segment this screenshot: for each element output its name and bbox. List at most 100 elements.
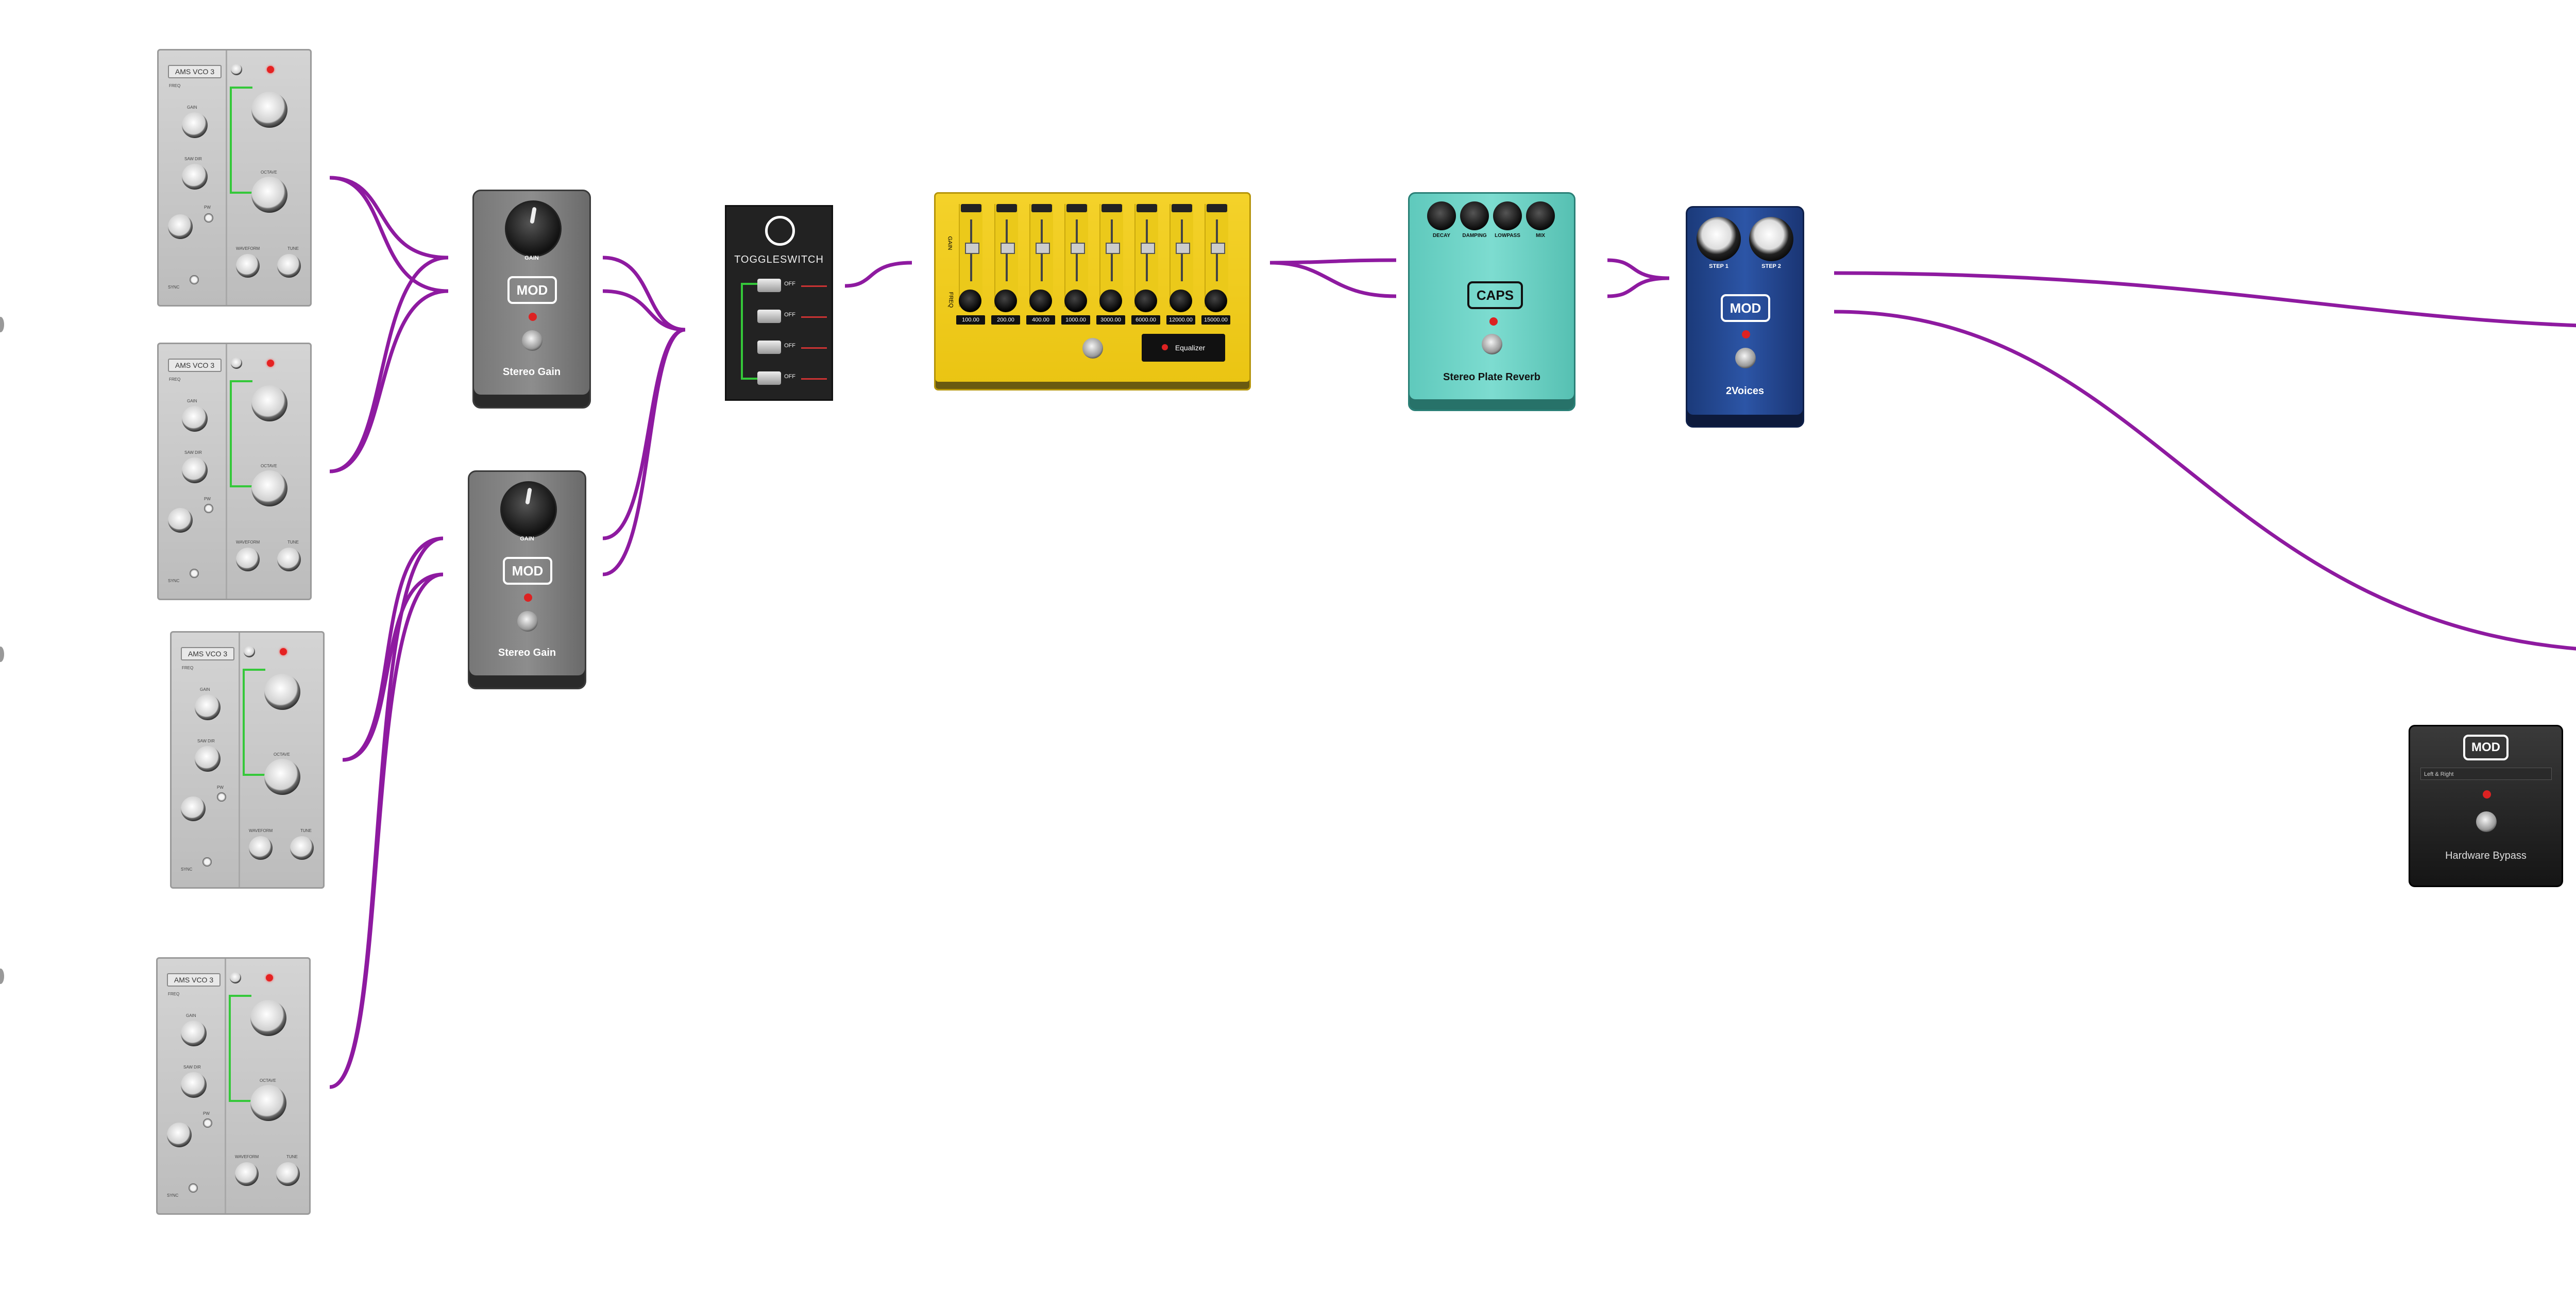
- freq-knob[interactable]: [1170, 290, 1192, 312]
- equalizer-pedal[interactable]: GAIN FREQ 100.00 200.00 400.00 1000.00 3…: [934, 192, 1251, 391]
- hardware-bypass-pedal[interactable]: MOD Left & Right Hardware Bypass: [2409, 725, 2563, 887]
- vco-module[interactable]: AMS VCO 3 GAIN SAW DIR FREQ PW SYNC OCTA…: [157, 343, 312, 600]
- freq-knob[interactable]: [1099, 290, 1122, 312]
- octave-knob[interactable]: [264, 674, 300, 710]
- toggleswitch-pedal[interactable]: TOGGLESWITCH OFF OFF OFF OFF: [725, 205, 833, 401]
- system-input-port[interactable]: [0, 969, 4, 984]
- waveform-knob[interactable]: [250, 1085, 286, 1121]
- toggle-state: OFF: [784, 374, 795, 380]
- vco-module[interactable]: AMS VCO 3 GAIN SAW DIR FREQ PW SYNC OCTA…: [156, 957, 311, 1215]
- sawdir-knob[interactable]: [195, 746, 221, 772]
- octave-knob[interactable]: [251, 92, 287, 128]
- gain-knob[interactable]: [181, 1021, 207, 1046]
- system-input-port[interactable]: [0, 647, 4, 662]
- tune-knob-small[interactable]: [167, 1123, 192, 1147]
- gain-knob-label: GAIN: [520, 536, 534, 542]
- bypass-footswitch[interactable]: [1482, 334, 1502, 354]
- waveform-bracket-icon: [230, 87, 252, 194]
- gain-knob[interactable]: [182, 406, 208, 432]
- equalizer-name: Equalizer: [1142, 334, 1225, 362]
- octave-label: OCTAVE: [260, 1078, 276, 1083]
- stereo-gain-pedal[interactable]: GAIN MOD Stereo Gain: [472, 190, 591, 409]
- vco-module[interactable]: AMS VCO 3 GAIN SAW DIR FREQ PW SYNC OCTA…: [157, 49, 312, 307]
- waveform-knob-small[interactable]: [249, 836, 273, 860]
- step2-knob[interactable]: [1749, 217, 1793, 261]
- tune-knob[interactable]: [277, 254, 301, 278]
- toggle-row[interactable]: OFF: [757, 310, 829, 324]
- freq-knob[interactable]: [994, 290, 1017, 312]
- pw-button[interactable]: [203, 1118, 212, 1128]
- status-led-icon: [1742, 330, 1750, 338]
- mix-knob[interactable]: [1526, 201, 1555, 230]
- waveform-knob[interactable]: [251, 177, 287, 213]
- tune-knob-small[interactable]: [181, 796, 206, 821]
- waveform-bracket-icon: [243, 669, 265, 776]
- bypass-footswitch[interactable]: [1735, 348, 1756, 368]
- step1-knob[interactable]: [1697, 217, 1741, 261]
- gain-knob[interactable]: [182, 112, 208, 138]
- freq-knob[interactable]: [1134, 290, 1157, 312]
- mod-logo: MOD: [1721, 294, 1770, 322]
- waveform-knob-small[interactable]: [236, 548, 260, 571]
- toggle-switch[interactable]: [757, 341, 781, 354]
- gain-slider[interactable]: [1029, 204, 1053, 307]
- gain-slider[interactable]: [1099, 204, 1123, 307]
- sync-button[interactable]: [189, 1183, 198, 1193]
- pw-button[interactable]: [204, 504, 213, 513]
- gain-knob-label: GAIN: [524, 255, 539, 261]
- freq-knob[interactable]: [1029, 290, 1052, 312]
- bypass-footswitch[interactable]: [1082, 338, 1103, 359]
- cable: [844, 261, 912, 288]
- waveform-knob-small[interactable]: [235, 1162, 259, 1186]
- tune-knob[interactable]: [276, 1162, 300, 1186]
- lowpass-knob[interactable]: [1493, 201, 1522, 230]
- decay-knob[interactable]: [1427, 201, 1456, 230]
- waveform-knob[interactable]: [264, 759, 300, 795]
- sawdir-knob[interactable]: [182, 164, 208, 190]
- bypass-footswitch[interactable]: [2476, 811, 2497, 832]
- toggle-row[interactable]: OFF: [757, 341, 829, 355]
- octave-knob[interactable]: [251, 385, 287, 421]
- tune-knob[interactable]: [290, 836, 314, 860]
- tune-knob-small[interactable]: [168, 508, 193, 533]
- damping-knob[interactable]: [1460, 201, 1489, 230]
- pw-button[interactable]: [217, 792, 226, 802]
- bypass-footswitch[interactable]: [522, 330, 543, 351]
- stereo-plate-reverb-pedal[interactable]: DECAY DAMPING LOWPASS MIX CAPS Stereo Pl…: [1408, 192, 1575, 411]
- sync-button[interactable]: [202, 857, 212, 867]
- sawdir-knob[interactable]: [182, 457, 208, 483]
- freq-knob[interactable]: [959, 290, 981, 312]
- toggle-row[interactable]: OFF: [757, 279, 829, 293]
- gain-knob[interactable]: [195, 694, 221, 720]
- sawdir-knob[interactable]: [181, 1072, 207, 1098]
- waveform-knob-small[interactable]: [236, 254, 260, 278]
- octave-label: OCTAVE: [261, 464, 277, 468]
- toggle-switch[interactable]: [757, 371, 781, 385]
- toggle-row[interactable]: OFF: [757, 371, 829, 386]
- step2-label: STEP 2: [1761, 263, 1781, 269]
- status-led-icon: [2483, 790, 2491, 799]
- 2voices-pedal[interactable]: STEP 1 STEP 2 MOD 2Voices: [1686, 206, 1804, 428]
- toggle-switch[interactable]: [757, 279, 781, 292]
- pw-button[interactable]: [204, 213, 213, 223]
- stereo-gain-pedal[interactable]: GAIN MOD Stereo Gain: [468, 470, 586, 689]
- bypass-channel-select[interactable]: Left & Right: [2420, 768, 2552, 780]
- gain-label: GAIN: [200, 687, 210, 692]
- freq-knob[interactable]: [1064, 290, 1087, 312]
- system-input-port[interactable]: [0, 317, 4, 332]
- octave-knob[interactable]: [250, 1000, 286, 1036]
- gain-knob[interactable]: [505, 200, 562, 257]
- gain-knob[interactable]: [500, 481, 557, 538]
- tune-knob-small[interactable]: [168, 214, 193, 239]
- plugin-name: Stereo Plate Reverb: [1443, 371, 1540, 383]
- bypass-footswitch[interactable]: [517, 611, 538, 632]
- sync-button[interactable]: [190, 275, 199, 284]
- vco-module[interactable]: AMS VCO 3 GAIN SAW DIR FREQ PW SYNC OCTA…: [170, 631, 325, 889]
- tune-knob[interactable]: [277, 548, 301, 571]
- toggle-switch[interactable]: [757, 310, 781, 323]
- pw-label: PW: [204, 205, 211, 210]
- freq-knob[interactable]: [1205, 290, 1227, 312]
- sync-button[interactable]: [190, 569, 199, 578]
- waveform-knob[interactable]: [251, 470, 287, 506]
